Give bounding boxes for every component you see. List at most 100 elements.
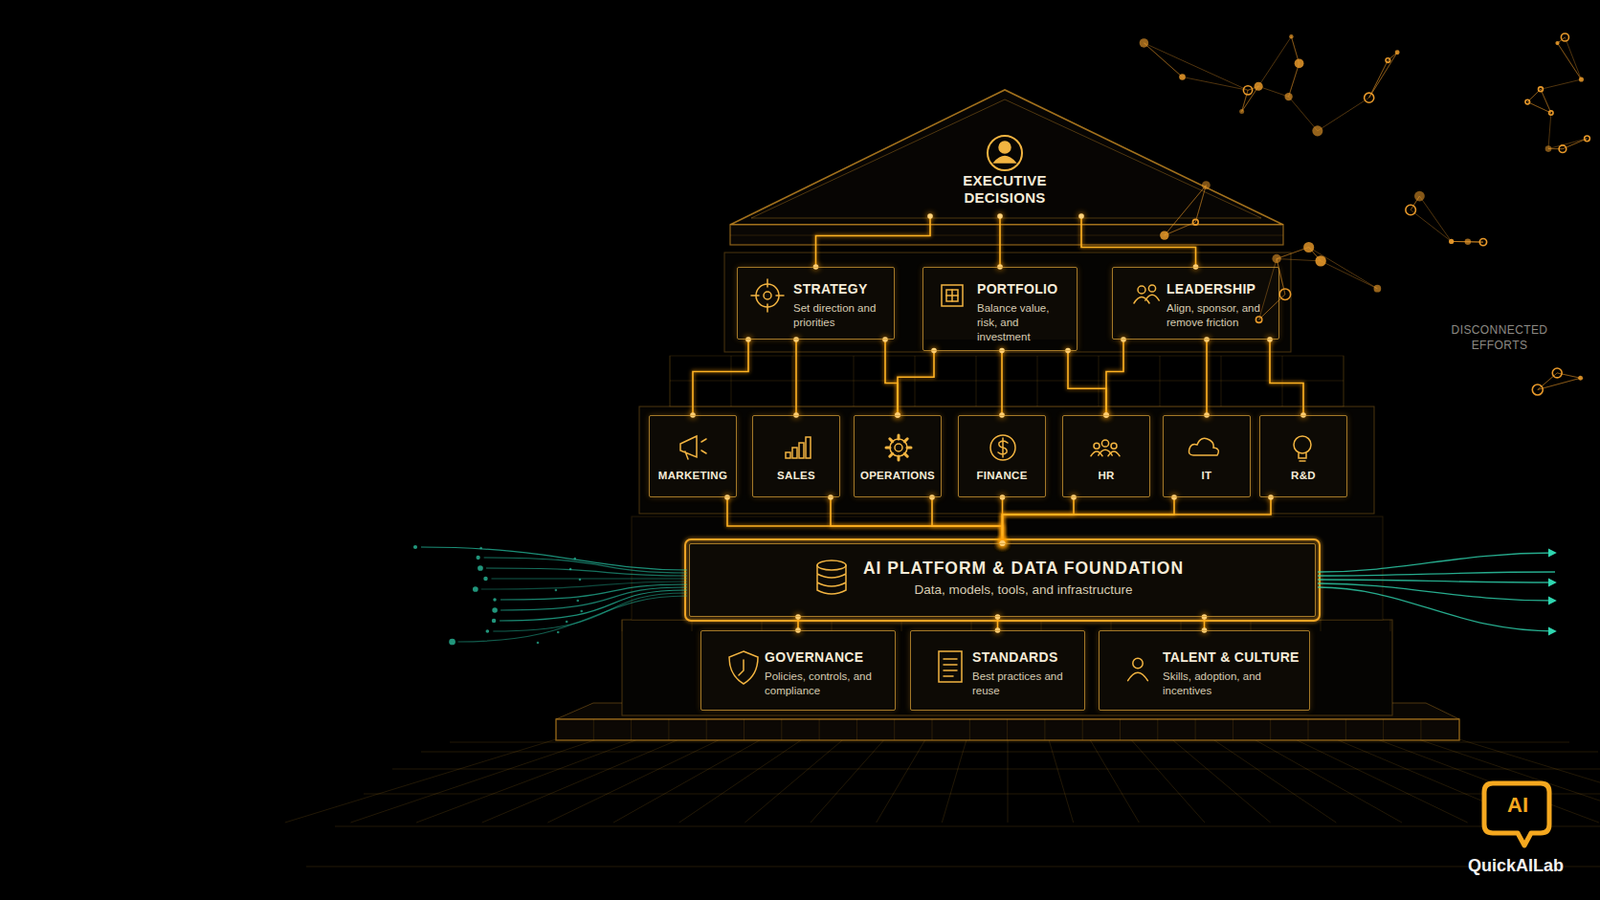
network-link [1369,52,1398,98]
box-fill [957,415,1046,498]
network-link [1527,102,1552,113]
node-description: Best practices and reuse [972,669,1079,699]
frame-line [1382,719,1384,741]
process-box: HR [1062,415,1151,498]
network-link [1537,377,1581,390]
base-platform [555,719,1460,741]
grid-line [613,739,761,823]
stream-dot [483,577,488,581]
junction-dot [793,336,800,343]
network-node [1279,288,1290,300]
gear-icon [886,446,890,450]
process-box: R&D [1259,415,1348,498]
network-node [1560,33,1569,42]
frame-line [667,719,669,741]
grid-line [482,739,680,823]
frame-line [819,719,821,741]
node-title: TALENT & CULTURE [1162,649,1304,667]
frame-line [1119,719,1121,741]
junction-dot [827,494,834,501]
grid-line [810,739,885,823]
grid-line [1007,739,1009,823]
person-icon [1093,443,1100,449]
network-node [1545,145,1553,153]
database-icon [817,565,846,595]
node-title: IT [1166,469,1247,484]
grid-line [1131,739,1205,823]
network-link [1548,112,1552,150]
network-link [1527,102,1552,113]
network-node [1555,41,1559,45]
stream-dot [479,547,483,551]
roof [751,99,1262,219]
person-icon [1148,285,1156,292]
junction-dot [795,614,801,621]
network-node [1271,254,1281,264]
grid-line [306,866,1600,868]
network-node [1385,58,1391,64]
network-node [1525,99,1531,105]
network-node [1284,92,1292,101]
network-link [1288,63,1300,97]
network-link [1540,88,1552,113]
node-description: Align, sponsor, and remove friction [1166,301,1273,331]
node-description: Data, models, tools, and infrastructure [860,581,1187,600]
gear-icon [889,439,893,443]
stream-dot [573,557,577,561]
network-link [1258,86,1289,97]
grid-line [1253,739,1401,823]
stream-line [486,568,688,577]
connector [897,351,934,416]
stream-dot [475,555,480,560]
portfolio-icon [946,289,958,302]
node-title: MARKETING [652,469,734,484]
network-link [1164,185,1207,236]
network-node [1192,219,1199,225]
person-icon [1098,449,1112,456]
frame-line [630,719,632,741]
frame-line [1195,719,1197,741]
stream-line [1317,587,1556,632]
grid-line [876,739,926,823]
gear-icon [897,456,901,461]
frame-line [969,719,971,741]
target-icon [751,279,784,312]
stream-line [492,593,688,632]
annotation-label: DISCONNECTED EFFORTS [1446,321,1553,355]
stream-line [458,596,688,643]
gear-icon [907,446,912,450]
connector [1067,351,1107,416]
network-node [1314,255,1326,267]
node-title: SALES [755,469,837,484]
stream-dot [579,610,583,614]
network-node [1139,38,1150,48]
network-node [1448,239,1454,245]
network-link [1557,43,1582,80]
connector [1205,339,1208,416]
tier [639,406,1375,514]
process-box: PORTFOLIOBalance value, risk, and invest… [922,266,1078,352]
stream-dot [569,568,573,572]
frame-line [1308,719,1310,741]
node-title: LEADERSHIP [1166,281,1273,298]
junction-dot [745,336,752,343]
box-fill [1162,415,1251,498]
network-node [1479,238,1487,245]
network-link [1369,60,1389,98]
stream-line [421,547,688,571]
stream-dot [492,598,496,601]
cloud-icon [1189,438,1220,456]
junction-dot [1267,494,1274,501]
node-title: R&D [1263,469,1344,484]
gear-icon [904,453,908,457]
network [1139,33,1591,396]
stream-dot [578,578,582,582]
person-icon [1128,672,1149,681]
roof-node: EXECUTIVE DECISIONS [918,168,1091,217]
stream-line [500,587,688,611]
network-node [1239,109,1245,114]
stream-line [491,577,688,579]
exec-icon [987,135,1023,171]
frame-line [932,719,934,741]
person-icon [1133,658,1143,668]
